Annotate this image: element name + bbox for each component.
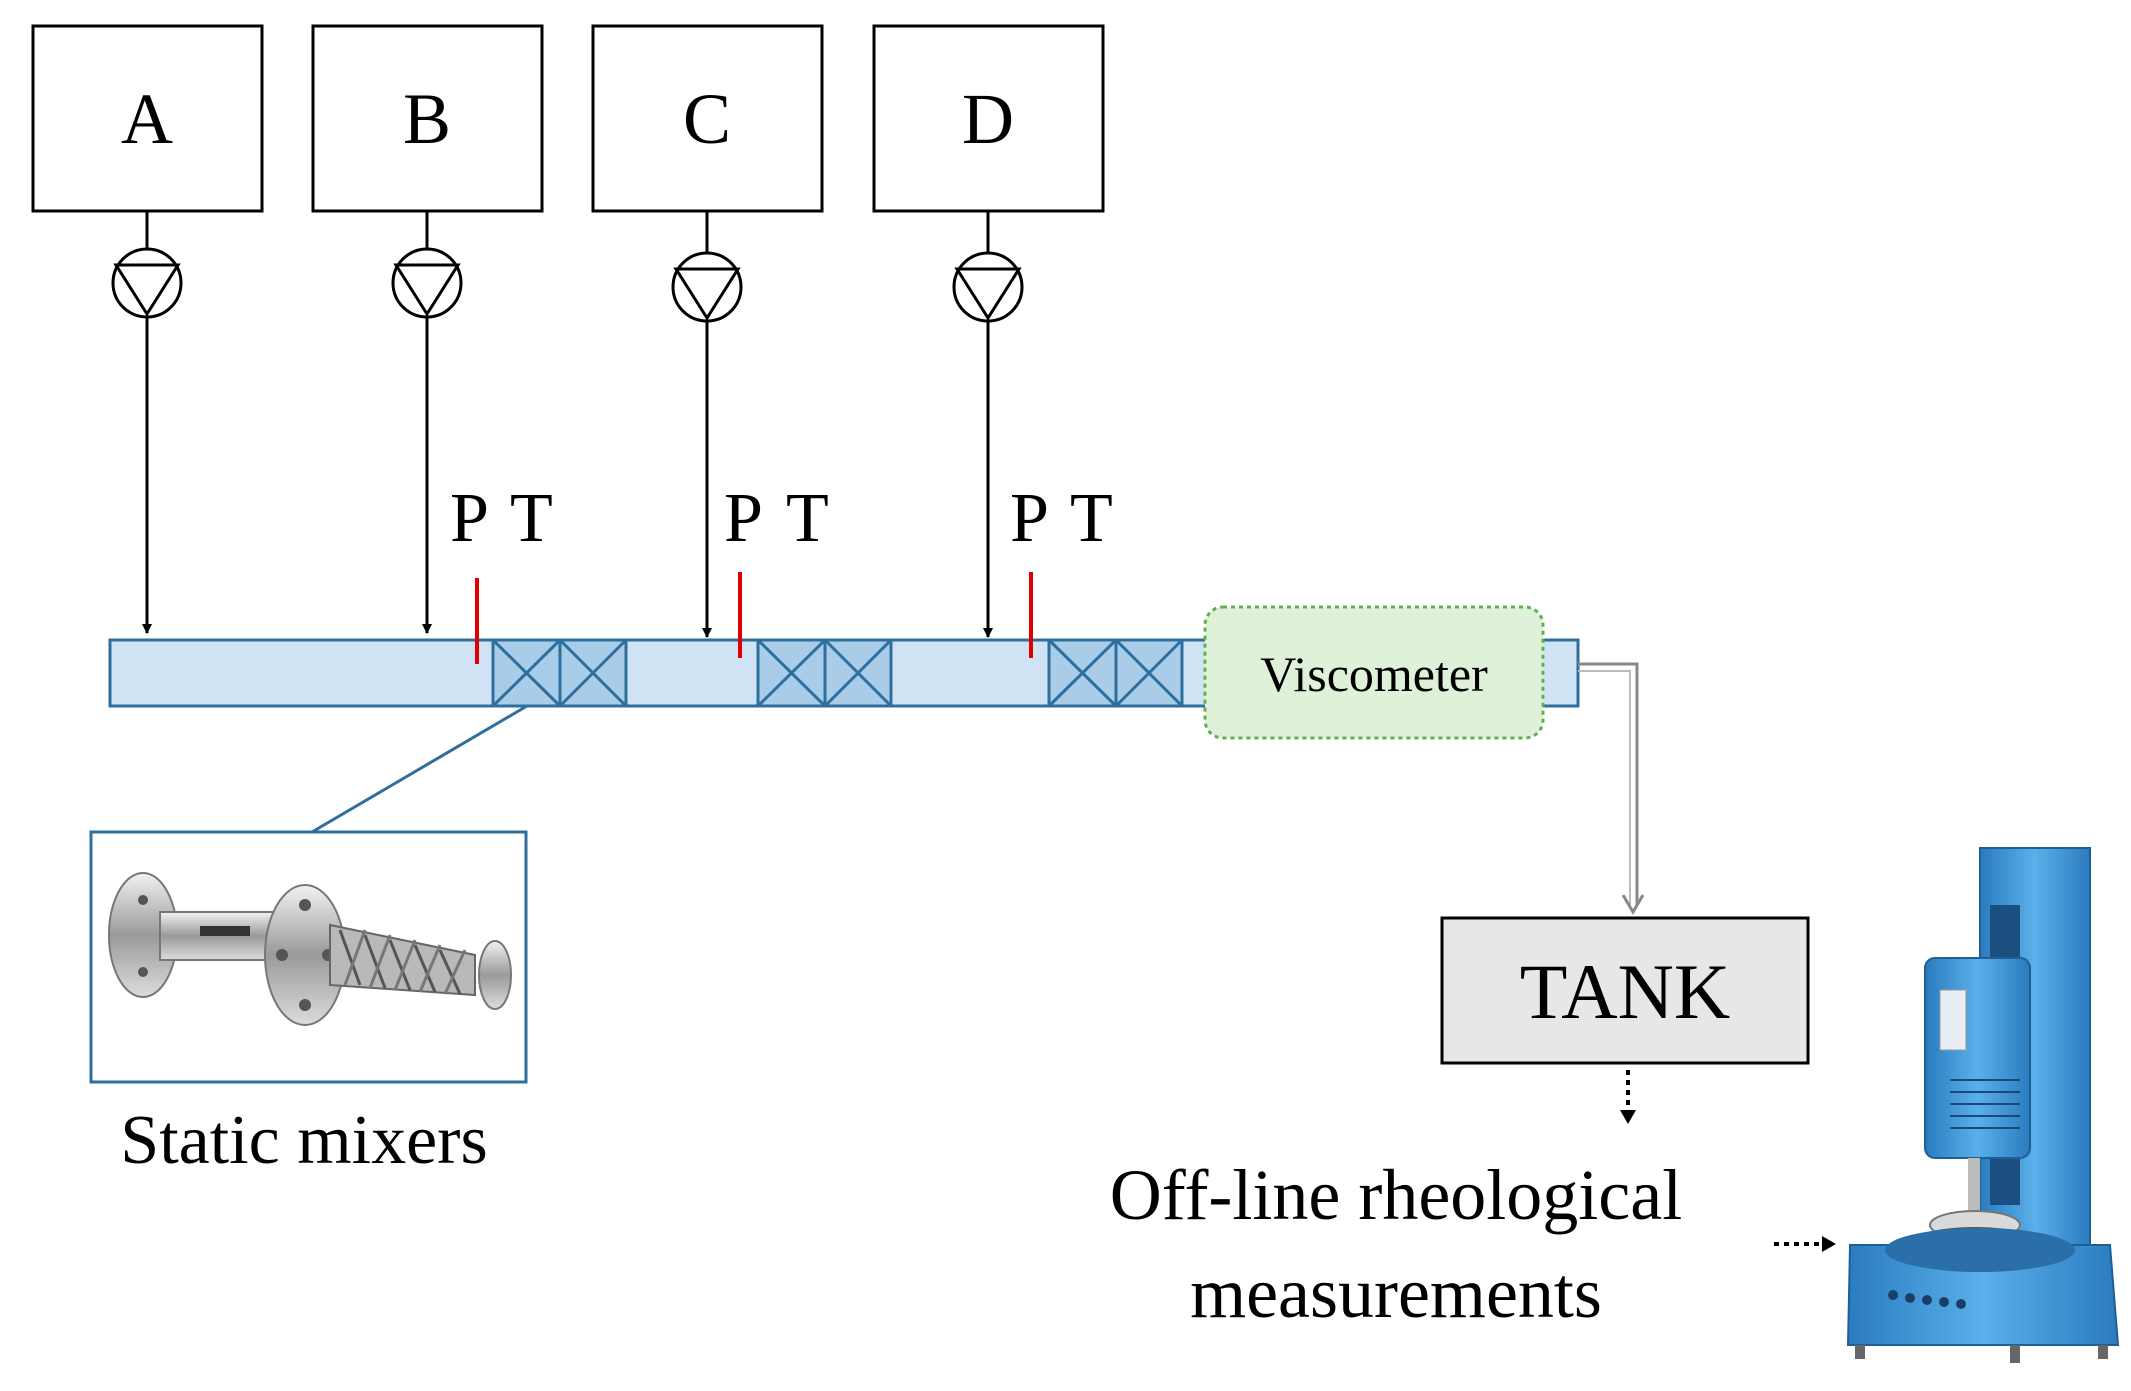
sensor-pt-2: P T [724,480,829,658]
source-box [872,24,1105,213]
pump-icon [671,251,743,323]
static-mixers-caption: Static mixers [120,1102,487,1179]
feed-line-b [391,211,463,634]
source-c: C [591,24,824,213]
source-b: B [311,24,544,213]
source-a: A [31,24,264,213]
viscometer-label: Viscometer [1260,646,1488,702]
viscometer-box [1203,605,1545,740]
sensor-p-label: P [1010,480,1049,557]
source-label: C [683,79,731,159]
static-mixer-photo [89,830,528,1084]
sensor-pt-1: P T [450,480,553,664]
sensor-t-label: T [510,480,553,557]
sensor-pt-3: P T [1010,480,1113,658]
callout-line [311,704,528,834]
tank-box [1440,916,1810,1065]
source-box [591,24,824,213]
offline-label-line2: measurements [1190,1253,1602,1333]
pump-icon [391,247,463,319]
static-mixer-3 [1047,638,1184,708]
static-mixer-image [108,872,512,1026]
source-label: B [403,79,451,159]
rheometer-image [1846,847,2120,1363]
pump-icon [952,251,1024,323]
sensor-t-label: T [1070,480,1113,557]
sensor-t-label: T [786,480,829,557]
tank-label: TANK [1520,948,1730,1035]
source-box [311,24,544,213]
sensor-p-label: P [724,480,763,557]
source-d: D [872,24,1105,213]
static-mixer-2 [756,638,893,708]
sensor-p-label: P [450,480,489,557]
source-label: D [962,79,1014,159]
offline-label-line1: Off-line rheological [1110,1155,1682,1235]
source-label: A [121,79,173,159]
static-mixer-1 [491,638,628,708]
source-box [31,24,264,213]
tank-sample-arrow [1620,1070,1636,1124]
feed-line-a [111,211,183,634]
outflow-pipe [1578,662,1645,915]
rheometer-arrow [1774,1236,1836,1252]
feed-line-c [671,211,743,638]
viscometer: Viscometer [1203,605,1545,740]
tank: TANK [1440,916,1810,1065]
feed-line-d [952,211,1024,638]
pump-icon [111,247,183,319]
